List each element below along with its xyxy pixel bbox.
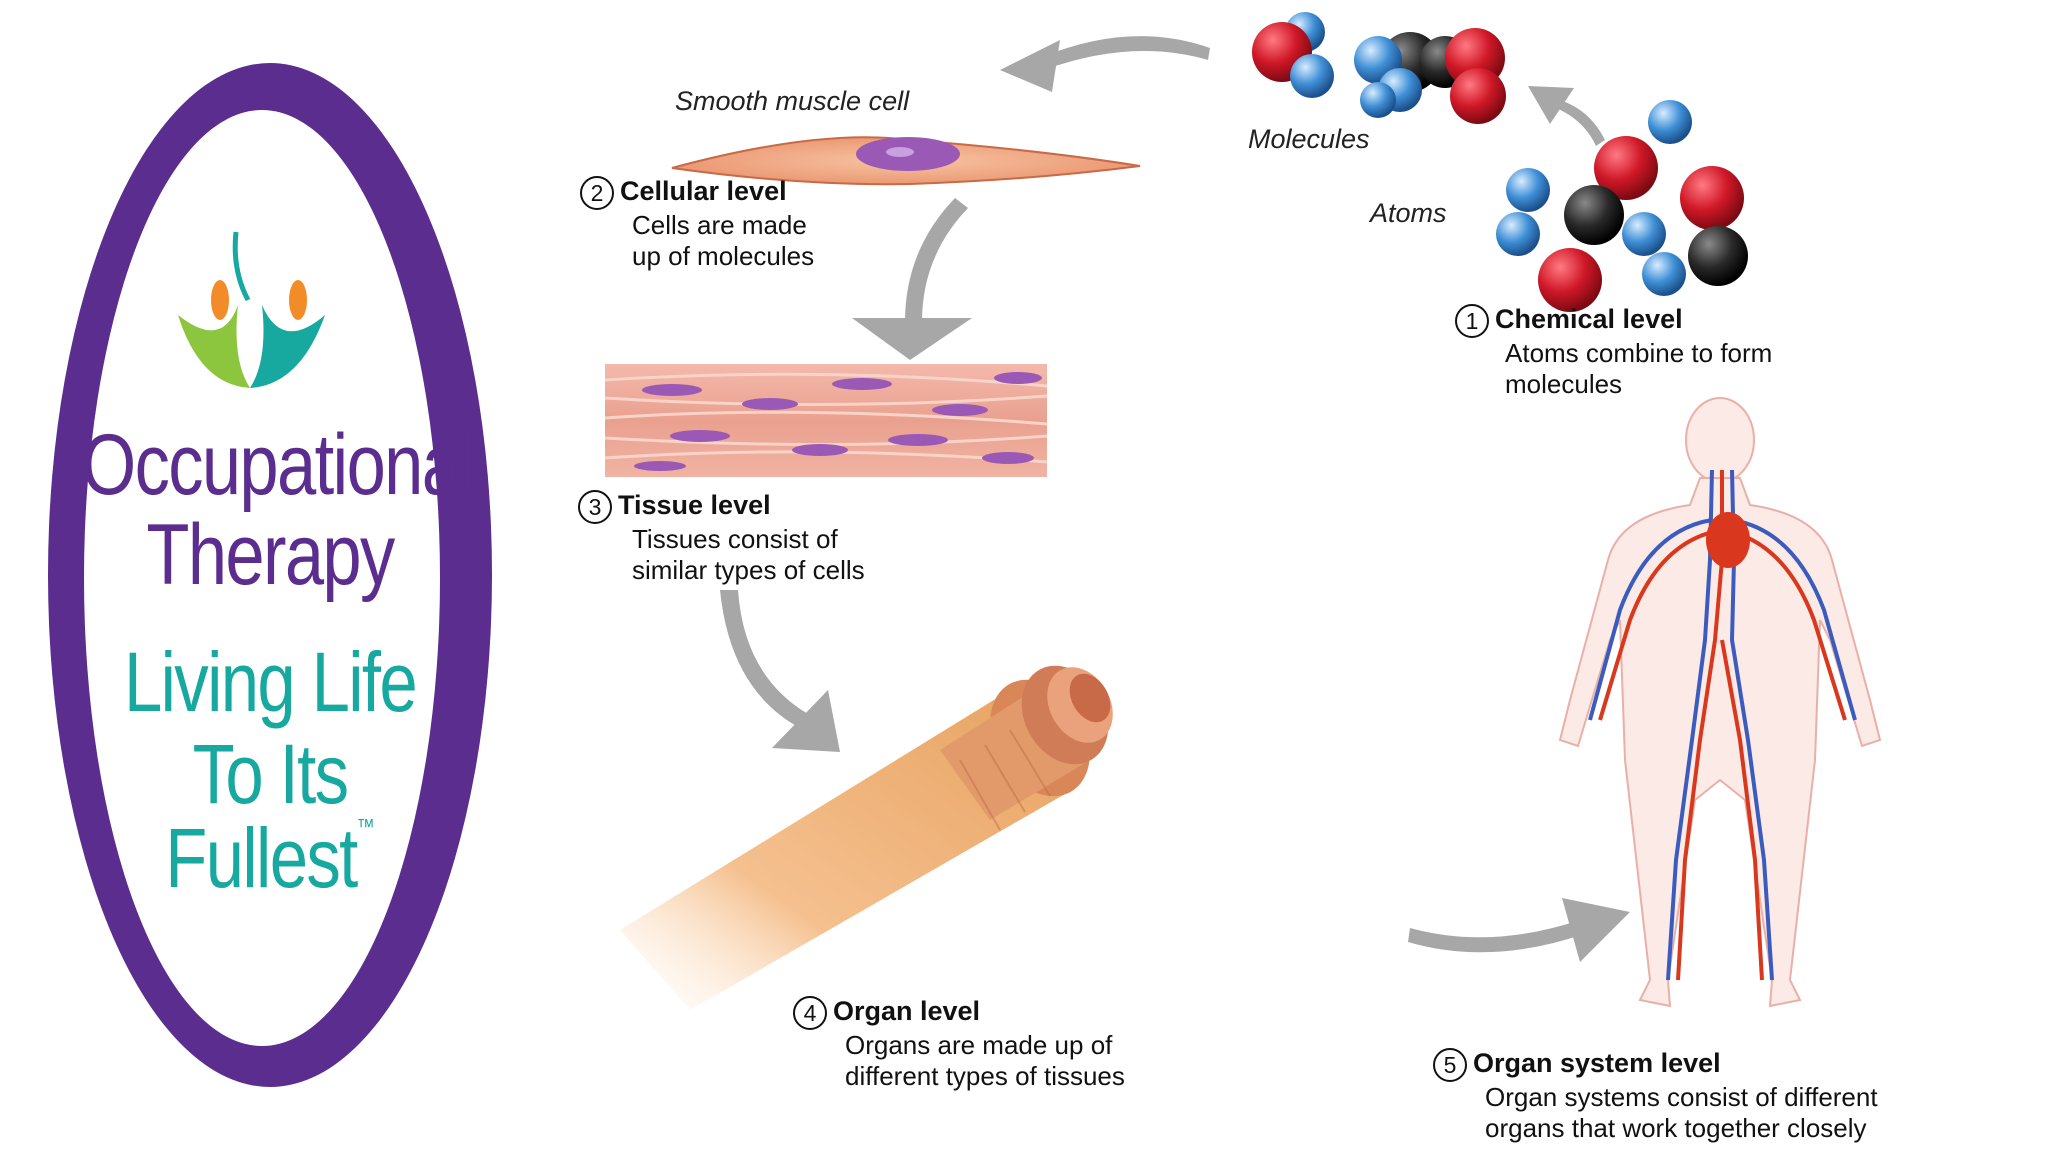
level-chemical-desc: Atoms combine to form molecules — [1505, 338, 2048, 400]
level-organ-system-title-text: Organ system level — [1473, 1048, 1721, 1079]
arrow-atoms-to-molecules — [1528, 86, 1605, 146]
logo-line-therapy: Therapy — [146, 507, 395, 603]
arrow-tissue-to-organ — [720, 590, 840, 752]
label-atoms: Atoms — [1370, 198, 1447, 228]
level-tissue-desc-line1: Tissues consist of — [632, 524, 838, 554]
logo-line-living-life: Living Life — [123, 635, 418, 729]
occupational-therapy-logo: Occupational Therapy Living Life To Its … — [40, 60, 500, 1100]
level-chemical-desc-line1: Atoms combine to form — [1505, 338, 1773, 368]
level-chemical-title-text: Chemical level — [1495, 304, 1683, 335]
arrow-organ-to-system — [1408, 898, 1630, 962]
level-organ-desc-line2: different types of tissues — [845, 1061, 1125, 1091]
level-number-3: 3 — [578, 490, 612, 524]
level-number-2: 2 — [580, 176, 614, 210]
tissue-illustration — [604, 364, 1048, 477]
level-number-1: 1 — [1455, 304, 1489, 338]
trademark-symbol: ™ — [356, 814, 375, 839]
arrow-chemical-to-cellular — [1000, 36, 1210, 92]
logo-line-occupational: Occupational — [81, 417, 475, 513]
molecules-illustration — [1252, 12, 1506, 124]
logo-ring — [48, 63, 492, 1087]
logo-line-to-its-fullest: To Its Fullest™ — [81, 732, 458, 900]
flow-arrows — [720, 36, 1630, 962]
label-molecules: Molecules — [1248, 124, 1370, 154]
level-cellular-desc: Cells are made up of molecules — [632, 210, 1192, 272]
level-organ-title-text: Organ level — [833, 996, 981, 1027]
organ-system-body-illustration — [1558, 397, 1882, 1008]
level-organ-desc-line1: Organs are made up of — [845, 1030, 1113, 1060]
level-chemical-desc-line2: molecules — [1505, 369, 1623, 399]
level-cellular-desc-line1: Cells are made — [632, 210, 807, 240]
people-figures-icon — [178, 231, 325, 388]
level-number-5: 5 — [1433, 1048, 1467, 1082]
level-organ-system-desc: Organ systems consist of different organ… — [1485, 1082, 2045, 1144]
level-tissue-title-text: Tissue level — [618, 490, 771, 521]
atoms-illustration — [1496, 100, 1748, 312]
level-organ-desc: Organs are made up of different types of… — [845, 1030, 1405, 1092]
level-cellular-title-text: Cellular level — [620, 176, 787, 207]
level-organ-system-desc-line2: organs that work together closely — [1485, 1113, 1867, 1143]
level-organ-system-desc-line1: Organ systems consist of different — [1485, 1082, 1878, 1112]
label-smooth-muscle-cell: Smooth muscle cell — [675, 86, 910, 116]
logo-line-to-its-fullest-text: To Its Fullest — [165, 727, 358, 905]
smooth-muscle-cell-illustration — [671, 136, 1141, 186]
level-number-4: 4 — [793, 996, 827, 1030]
level-tissue-desc-line2: similar types of cells — [632, 555, 865, 585]
arrow-cellular-to-tissue — [852, 198, 972, 360]
level-cellular-desc-line2: up of molecules — [632, 241, 815, 271]
organ-vessel-illustration — [620, 665, 1113, 1010]
level-tissue-desc: Tissues consist of similar types of cell… — [632, 524, 1192, 586]
